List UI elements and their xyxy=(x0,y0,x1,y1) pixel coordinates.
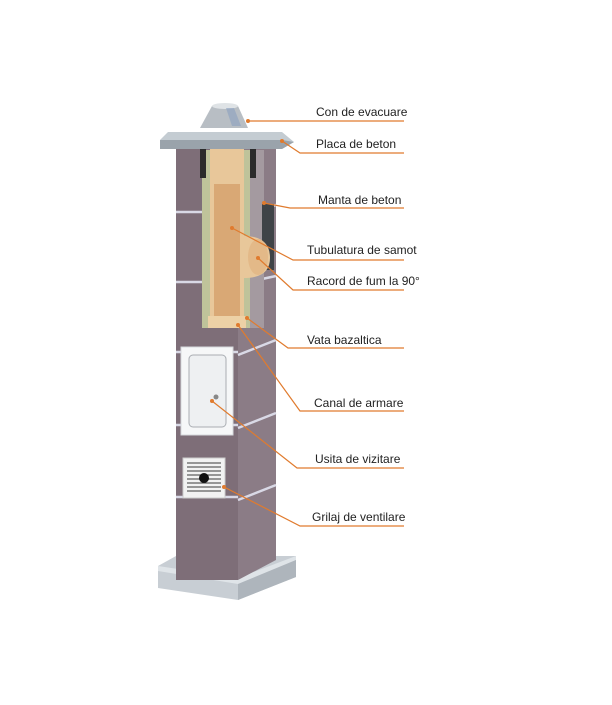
label-placa-de-beton: Placa de beton xyxy=(316,137,397,151)
label-usita-de-vizitare: Usita de vizitare xyxy=(315,452,401,466)
cutaway-section xyxy=(200,144,274,328)
anchor-dot xyxy=(280,139,284,143)
label-vata-bazaltica: Vata bazaltica xyxy=(307,333,382,347)
anchor-dot xyxy=(230,226,234,230)
ventilation-grille xyxy=(182,457,226,499)
label-grilaj-de-ventilare: Grilaj de ventilare xyxy=(312,510,406,524)
leader-line xyxy=(257,257,404,291)
label-tubulatura-de-samot: Tubulatura de samot xyxy=(307,243,417,257)
leader-line xyxy=(263,202,404,209)
anchor-dot xyxy=(222,485,226,489)
anchor-dot xyxy=(210,399,214,403)
label-racord-de-fum: Racord de fum la 90° xyxy=(307,274,420,288)
anchor-dot xyxy=(245,316,249,320)
inspection-door xyxy=(180,346,234,436)
leader-line xyxy=(211,400,404,469)
evacuation-cone xyxy=(200,103,248,128)
label-con-de-evacuare: Con de evacuare xyxy=(316,105,408,119)
leader-line xyxy=(231,227,404,261)
leader-line xyxy=(281,140,404,154)
label-manta-de-beton: Manta de beton xyxy=(318,193,402,207)
anchor-dot xyxy=(246,119,250,123)
label-canal-de-armare: Canal de armare xyxy=(314,396,404,410)
concrete-cap xyxy=(160,132,294,149)
leader-line xyxy=(246,317,404,349)
anchor-dot xyxy=(236,323,240,327)
leader-line xyxy=(223,486,404,527)
leader-lines xyxy=(210,119,404,527)
anchor-dot xyxy=(256,256,260,260)
anchor-dot xyxy=(262,201,266,205)
leader-line xyxy=(237,324,404,412)
